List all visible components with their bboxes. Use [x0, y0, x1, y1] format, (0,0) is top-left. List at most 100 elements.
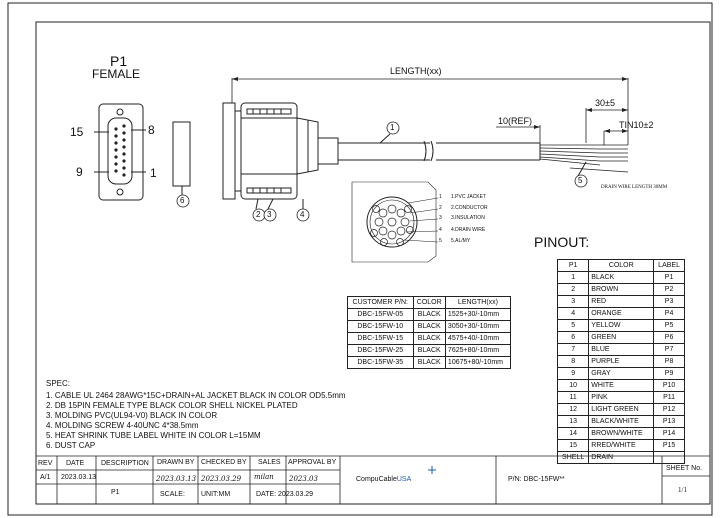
color-cell: BLACK [412, 320, 446, 333]
color-cell: BLACK [412, 356, 446, 369]
rev-value: A/1 [40, 474, 51, 481]
color-cell: BLACK/WHITE [588, 415, 655, 428]
pin-cell: 12 [556, 403, 590, 416]
color-cell: LIGHT GREEN [588, 403, 655, 416]
color-cell: BLACK [588, 271, 655, 284]
drain-wire-note: DRAIN WIRE LENGTH 30MM [601, 185, 668, 190]
company-logo: CompuCableUSA [356, 476, 411, 483]
color-cell: GRAY [588, 367, 655, 380]
inner-frame [35, 21, 711, 505]
length-header: LENGTH(xx) [444, 296, 512, 309]
label-cell: P14 [653, 427, 685, 440]
label-cell: P8 [653, 355, 685, 368]
xsec-num-3: 3 [439, 215, 442, 221]
pin-cell: 9 [556, 367, 590, 380]
color-cell: YELLOW [588, 319, 655, 332]
color-cell: WHITE [588, 379, 655, 392]
balloon-6: 6 [180, 196, 185, 205]
signature-approval: 2023.03 [289, 475, 318, 483]
pin-cell: 2 [556, 283, 590, 296]
color-cell: BROWN/WHITE [588, 427, 655, 440]
length-cell: 7625+80/-10mm [444, 344, 512, 357]
pinout-header-label: LABEL [653, 259, 685, 272]
label-cell: P10 [653, 379, 685, 392]
sales-label: SALES [258, 459, 281, 466]
company-suffix: USA [396, 476, 412, 483]
pinout-header-color: COLOR [588, 259, 655, 272]
length-cell: 3050+30/-10mm [444, 320, 512, 333]
label-cell: P2 [653, 283, 685, 296]
pin-cell: 8 [556, 355, 590, 368]
length-dimension: LENGTH(xx) [390, 66, 442, 76]
ref-dimension: 10(REF) [498, 116, 533, 126]
label-cell: P11 [653, 391, 685, 404]
xsec-label-2: 2.CONDUCTOR [451, 205, 488, 211]
p1-pin-label-9: 9 [76, 165, 83, 179]
signature-sales: milan [254, 473, 274, 481]
spec-line: 4. MOLDING SCREW 4-40UNC 4*38.5mm [46, 421, 199, 430]
balloon-2: 2 [256, 210, 261, 219]
p1-pin-label-1: 1 [150, 166, 157, 180]
xsec-num-2: 2 [439, 205, 442, 211]
spec-line: 1. CABLE UL 2464 28AWG*15C+DRAIN+AL JACK… [46, 391, 346, 400]
customer-pn-table: CUSTOMER P/N: COLOR LENGTH(xx) DBC-15FW-… [347, 296, 512, 369]
stripped-wires [539, 144, 629, 173]
p1-pin-label-15: 15 [70, 125, 84, 139]
label-cell: P12 [653, 403, 685, 416]
p1-type: FEMALE [92, 67, 141, 81]
description-label: DESCRIPTION [101, 460, 149, 467]
length-cell: 4575+40/-10mm [444, 332, 512, 345]
color-cell: BLUE [588, 343, 655, 356]
p1-pins [114, 124, 126, 177]
table-row: DBC-15FW-25 BLACK 7625+80/-10mm [347, 344, 512, 357]
spec-line: 2. DB 15PIN FEMALE TYPE BLACK COLOR SHEL… [46, 401, 298, 410]
table-row: DBC-15FW-35 BLACK 10675+80/-10mm [347, 356, 512, 369]
color-cell: BROWN [588, 283, 655, 296]
color-cell: BLACK [412, 308, 446, 321]
label-cell: P5 [653, 319, 685, 332]
pin-cell: SHELL [556, 451, 590, 464]
sheet-no-label: SHEET No. [666, 465, 703, 472]
pn-cell: DBC-15FW-15 [347, 332, 414, 345]
checked-by-label: CHECKED BY [201, 459, 247, 466]
xsec-label-3: 3.INSULATION [451, 215, 485, 221]
drawn-by-label: DRAWN BY [157, 459, 195, 466]
strip-dimension: 30±5 [595, 98, 615, 108]
pin-cell: 13 [556, 415, 590, 428]
balloon-1: 1 [390, 123, 395, 132]
pin-cell: 14 [556, 427, 590, 440]
cross-section-conductors [370, 204, 414, 246]
dust-cap-shape [172, 121, 191, 187]
approval-by-label: APPROVAL BY [288, 459, 337, 466]
label-cell [653, 451, 685, 464]
color-cell: PURPLE [588, 355, 655, 368]
color-header: COLOR [412, 296, 446, 309]
label-cell: P4 [653, 307, 685, 320]
spec-line: 6. DUST CAP [46, 441, 96, 450]
connector-side-view [222, 102, 339, 200]
signature-checked: 2023.03.29 [201, 475, 242, 483]
date-bottom: DATE: 2023.03.29 [256, 491, 314, 498]
pin-cell: 4 [556, 307, 590, 320]
signature-drawn: 2023.03.13 [156, 475, 197, 483]
color-cell: BLACK [412, 344, 446, 357]
pin-cell: 7 [556, 343, 590, 356]
label-cell: P3 [653, 295, 685, 308]
color-cell: ORANGE [588, 307, 655, 320]
spec-line: 5. HEAT SHRINK TUBE LABEL WHITE IN COLOR… [46, 431, 261, 440]
